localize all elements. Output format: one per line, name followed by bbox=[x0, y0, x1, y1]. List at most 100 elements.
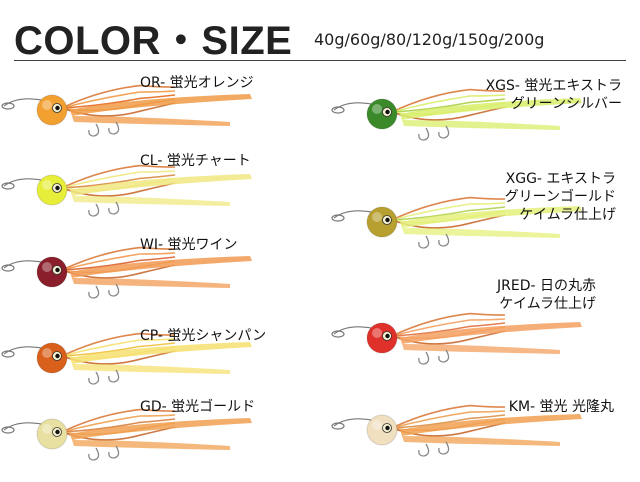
line-loop bbox=[1, 350, 15, 358]
label-gd: GD- 蛍光ゴールド bbox=[140, 399, 256, 415]
lure-or bbox=[0, 68, 300, 158]
line-loop bbox=[1, 182, 15, 190]
ribbon-tail bbox=[72, 116, 230, 126]
skirt-strand bbox=[61, 418, 176, 433]
lure-head bbox=[36, 342, 68, 374]
lure-head bbox=[36, 256, 68, 288]
head-highlight bbox=[42, 424, 52, 434]
lure-illustration bbox=[1, 164, 252, 217]
ribbon-tail bbox=[402, 344, 560, 354]
ribbon-tail bbox=[70, 94, 252, 116]
lure-cl bbox=[0, 148, 300, 238]
lure-head bbox=[366, 322, 398, 354]
head-highlight bbox=[372, 328, 382, 338]
skirt-strand bbox=[61, 342, 176, 357]
skirt-strand bbox=[61, 408, 176, 433]
eye-pupil bbox=[385, 333, 390, 339]
eye-pupil bbox=[55, 105, 60, 111]
hook-icon bbox=[418, 351, 430, 365]
lure-illustration bbox=[1, 332, 252, 385]
hook-icon bbox=[438, 125, 450, 139]
label-xgg-line-3: ケイムラ仕上げ bbox=[519, 207, 616, 223]
skirt-strand bbox=[61, 170, 176, 189]
head-highlight bbox=[42, 262, 52, 272]
ribbon-tail bbox=[400, 98, 582, 120]
label-xgg-line-2: グリーンゴールド bbox=[504, 189, 616, 205]
line-loop bbox=[331, 422, 345, 430]
skirt-strand bbox=[61, 174, 176, 189]
lure-xgg bbox=[330, 180, 630, 270]
header-divider bbox=[14, 60, 626, 61]
skirt-strand bbox=[391, 196, 506, 221]
ribbon-tail bbox=[402, 436, 560, 446]
ribbon-tail bbox=[70, 418, 252, 440]
lure-illustration bbox=[331, 196, 582, 249]
label-xgg-line-1: XGG- エキストラ bbox=[505, 171, 616, 187]
lure-illustration bbox=[1, 84, 252, 137]
skirt-strand bbox=[391, 410, 506, 429]
skirt-strand bbox=[61, 84, 176, 109]
hook-icon bbox=[108, 369, 120, 383]
lure-illustration bbox=[1, 246, 252, 299]
head-highlight bbox=[372, 420, 382, 430]
size-list: 40g/60g/80/120g/150g/200g bbox=[314, 30, 545, 49]
lure-wi bbox=[0, 230, 300, 320]
hook-icon bbox=[108, 283, 120, 297]
hook-icon bbox=[88, 123, 100, 137]
skirt-strand bbox=[391, 94, 506, 113]
hook-icon bbox=[438, 233, 450, 247]
skirt-strand bbox=[391, 98, 506, 113]
hook-icon bbox=[88, 203, 100, 217]
ribbon-tail bbox=[402, 120, 560, 130]
ribbon-tail bbox=[72, 440, 230, 450]
skirt-strand bbox=[391, 202, 506, 221]
skirt-strand bbox=[61, 414, 176, 433]
skirt-strand bbox=[61, 94, 176, 109]
ribbon-tail bbox=[402, 228, 560, 238]
head-highlight bbox=[42, 100, 52, 110]
skirt-strand bbox=[391, 88, 506, 113]
eye-pupil bbox=[385, 109, 390, 115]
lure-cp bbox=[0, 316, 300, 406]
eye-pupil bbox=[385, 425, 390, 431]
label-or: OR- 蛍光オレンジ bbox=[140, 75, 254, 91]
skirt-strand bbox=[61, 164, 176, 189]
lure-head bbox=[36, 418, 68, 450]
eye-pupil bbox=[55, 267, 60, 273]
label-wi: WI- 蛍光ワイン bbox=[140, 237, 238, 253]
skirt-strand bbox=[61, 90, 176, 109]
hook-icon bbox=[88, 285, 100, 299]
lure-illustration bbox=[331, 312, 582, 365]
lure-jred bbox=[330, 296, 630, 386]
label-xgs-line-2: グリーンシルバー bbox=[510, 96, 622, 112]
lure-head bbox=[36, 94, 68, 126]
label-xgg: XGG- エキストラ グリーンゴールド ケイムラ仕上げ bbox=[505, 170, 616, 224]
hook-icon bbox=[418, 235, 430, 249]
lure-illustration bbox=[331, 404, 582, 457]
hook-icon bbox=[108, 121, 120, 135]
hook-icon bbox=[418, 443, 430, 457]
skirt-strand bbox=[61, 252, 176, 271]
ribbon-tail bbox=[400, 414, 582, 436]
lure-illustration bbox=[1, 408, 252, 461]
line-loop bbox=[331, 214, 345, 222]
lure-head bbox=[366, 98, 398, 130]
eye-pupil bbox=[55, 429, 60, 435]
line-loop bbox=[1, 426, 15, 434]
head-highlight bbox=[42, 348, 52, 358]
hook-icon bbox=[438, 441, 450, 455]
skirt-strand bbox=[391, 312, 506, 337]
lure-head bbox=[366, 206, 398, 238]
skirt-strand bbox=[391, 414, 506, 429]
hook-icon bbox=[88, 371, 100, 385]
label-cl: CL- 蛍光チャート bbox=[140, 153, 251, 169]
hook-icon bbox=[108, 201, 120, 215]
skirt-strand bbox=[391, 322, 506, 337]
ribbon-tail bbox=[72, 364, 230, 374]
line-loop bbox=[331, 330, 345, 338]
lure-illustration bbox=[331, 88, 582, 141]
ribbon-tail bbox=[400, 206, 582, 228]
lure-head bbox=[366, 414, 398, 446]
head-highlight bbox=[372, 212, 382, 222]
line-loop bbox=[1, 102, 15, 110]
